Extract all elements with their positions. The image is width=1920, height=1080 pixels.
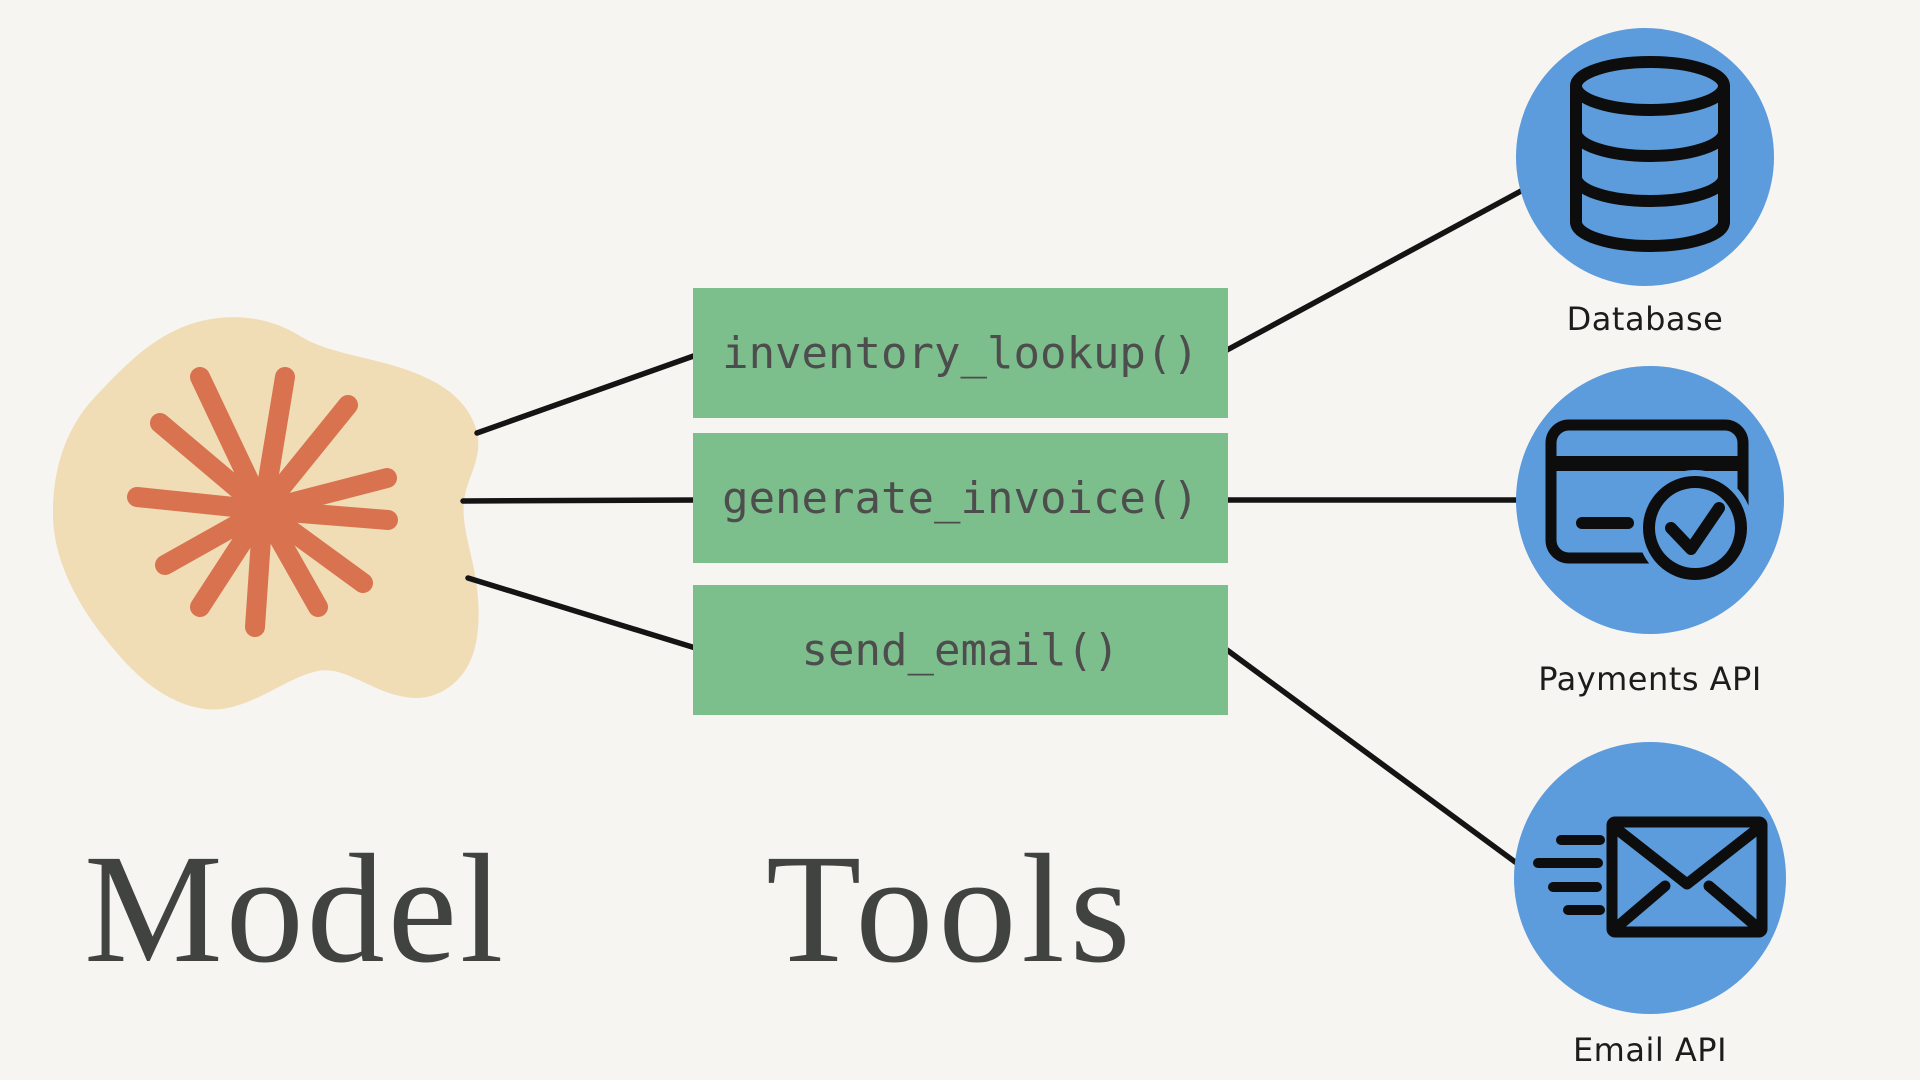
tools-title: Tools — [766, 822, 1136, 995]
service-circle-database — [1516, 28, 1774, 286]
service-circle-email — [1514, 742, 1786, 1014]
service-label-payments: Payments API — [1538, 660, 1762, 698]
tool-box-generate-invoice: generate_invoice() — [693, 433, 1228, 563]
link-email-emailapi — [1224, 647, 1563, 898]
database-icon — [1570, 56, 1730, 252]
credit-card-check-icon — [1545, 419, 1753, 586]
link-inventory-database — [1224, 175, 1548, 353]
tool-label: generate_invoice() — [722, 472, 1199, 524]
link-model-invoice — [460, 497, 705, 504]
tool-box-send-email: send_email() — [693, 585, 1228, 715]
email-send-icon — [1533, 816, 1768, 938]
tool-box-inventory-lookup: inventory_lookup() — [693, 288, 1228, 418]
model-starburst-icon — [127, 367, 398, 637]
link-model-inventory — [474, 350, 705, 436]
service-circle-payments — [1516, 366, 1784, 634]
model-title: Model — [84, 822, 507, 995]
tool-label: send_email() — [801, 624, 1120, 676]
tool-label: inventory_lookup() — [722, 327, 1199, 379]
link-model-email — [465, 575, 705, 653]
service-label-database: Database — [1566, 300, 1724, 338]
service-label-email: Email API — [1572, 1031, 1728, 1069]
